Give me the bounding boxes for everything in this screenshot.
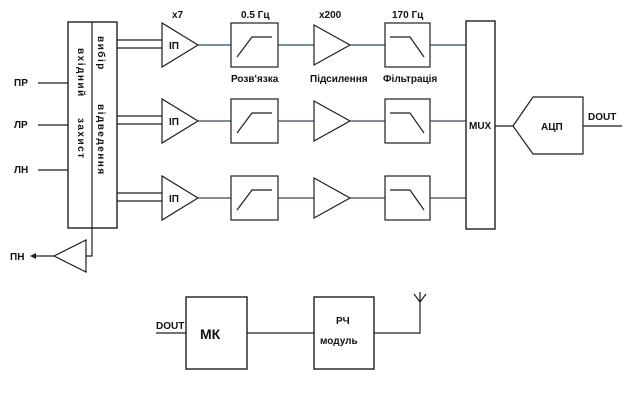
adc-label: АЦП [541,122,563,133]
channel-row-3: ІП [117,174,466,222]
ch2-lpf-symbol [390,112,425,134]
ch2-ip-amplifier [161,97,200,145]
ch1-lpf-box [384,22,431,68]
channel-row-2: ІП [117,97,466,145]
input-lr-label: ЛР [14,120,28,131]
ch3-hpf-symbol [236,189,272,211]
ch2-gain-amplifier [313,99,352,143]
mcu-label: МК [200,326,221,342]
rf-module-label-1: РЧ [336,316,350,327]
ch1-ip-amplifier [161,21,200,69]
ch1-hpf-box [230,22,279,68]
caption-decoupling: Розв'язка [231,74,279,85]
ch3-ip-amplifier [161,174,200,222]
rld-amplifier [52,239,87,273]
ch2-hpf-box [230,98,279,144]
hpf-freq-label: 0.5 Гц [241,10,270,21]
ch2-lpf-box [384,98,431,144]
ch3-ip-label: ІП [169,194,179,205]
output-pn-label: ПН [10,252,24,263]
input-pr-label: ПР [14,78,28,89]
channels: ІП ІП ІП [117,21,466,222]
input-ln-label: ЛН [14,165,28,176]
lpf-freq-label: 170 Гц [392,10,424,21]
protection-text-protection: захист [75,118,86,160]
rf-module-label-2: модуль [320,336,358,347]
gain-x200-label: x200 [319,10,342,21]
gain-x7-label: x7 [172,10,184,21]
rf-to-antenna-wire [374,300,421,334]
mux-box [465,20,496,230]
ch3-hpf-box [230,175,279,221]
mux: MUX [465,20,496,230]
mcu-dout-label: DOUT [156,321,184,332]
rld-arrowhead [30,253,36,259]
ch1-ip-label: ІП [169,41,179,52]
ch1-gain-amplifier [313,23,352,67]
ch3-lpf-symbol [390,189,425,211]
input-pr: ПР [14,78,68,89]
caption-filtering: Фільтрація [383,74,437,85]
input-lr: ЛР [14,120,68,131]
ch1-hpf-symbol [236,36,272,58]
rld-feedback-wire [86,228,93,257]
protection-text-input: вхідний [75,48,86,98]
ch3-gain-amplifier [313,176,352,220]
ch3-lpf-box [384,175,431,221]
protection-block: вхідний захист вибір відведення [67,21,118,229]
rf-module-box [313,296,375,370]
adc: АЦП DOUT [495,96,622,155]
input-ln: ЛН [14,165,68,176]
ch2-ip-label: ІП [169,117,179,128]
mcu-section: DOUT МК РЧ модуль [156,292,427,370]
caption-amplification: Підсилення [310,74,368,85]
protection-text-leads: відведення [95,104,106,176]
right-leg-drive: ПН [10,228,93,273]
protection-text-selection: вибір [95,36,107,71]
adc-dout-label: DOUT [588,112,616,123]
mux-label: MUX [469,121,492,132]
ch1-lpf-symbol [390,36,425,58]
channel-row-1: ІП [117,21,466,69]
ch2-hpf-symbol [236,112,272,134]
